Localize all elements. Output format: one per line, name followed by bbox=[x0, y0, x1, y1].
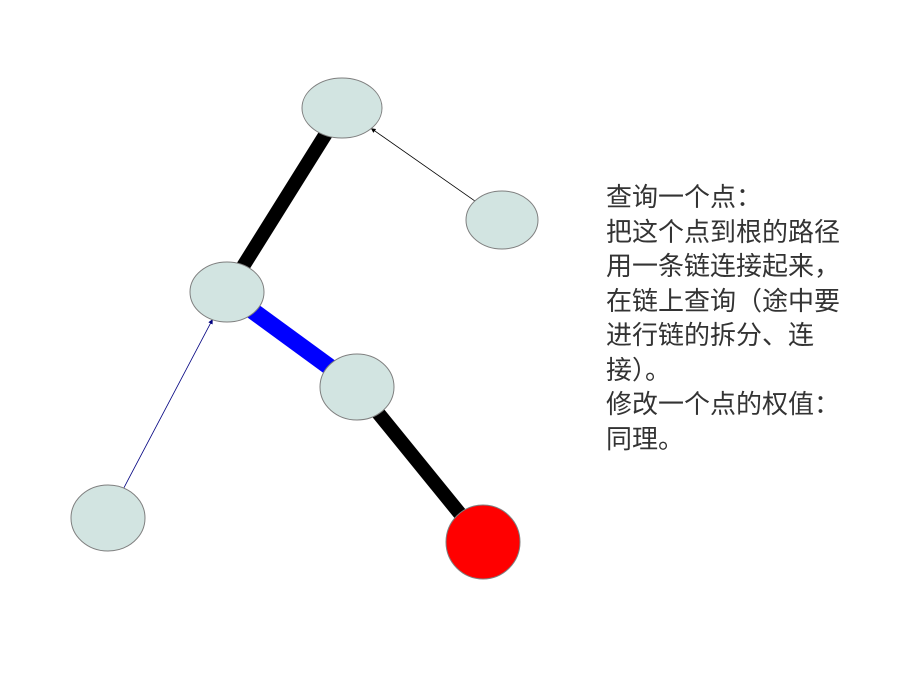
node-queried bbox=[445, 504, 521, 580]
note-line-8: 同理。 bbox=[606, 424, 685, 455]
note-line-7: 修改一个点的权值： bbox=[606, 390, 841, 420]
node-top bbox=[301, 77, 383, 139]
note-line-6: 接）。 bbox=[606, 355, 672, 386]
node-middle-right bbox=[319, 353, 395, 421]
edges bbox=[123, 104, 489, 547]
node-middle-left bbox=[189, 261, 265, 323]
explanation-text: 查询一个点： 把这个点到根的路径 用一条链连接起来， 在链上查询（途中要 进行链… bbox=[606, 181, 876, 457]
note-line-5: 进行链的拆分、连 bbox=[606, 321, 815, 351]
edge-bottom-left-to-middle-left bbox=[123, 319, 213, 489]
note-line-1: 查询一个点： bbox=[606, 183, 763, 213]
node-right bbox=[465, 190, 539, 250]
note-line-4: 在链上查询（途中要 bbox=[606, 286, 841, 317]
node-bottom-left bbox=[70, 484, 146, 552]
edge-middle-left-to-top bbox=[221, 104, 348, 296]
note-line-2: 把这个点到根的路径 bbox=[606, 217, 841, 248]
edge-right-to-top bbox=[370, 128, 476, 202]
nodes bbox=[70, 77, 539, 580]
note-line-3: 用一条链连接起来， bbox=[606, 252, 841, 282]
